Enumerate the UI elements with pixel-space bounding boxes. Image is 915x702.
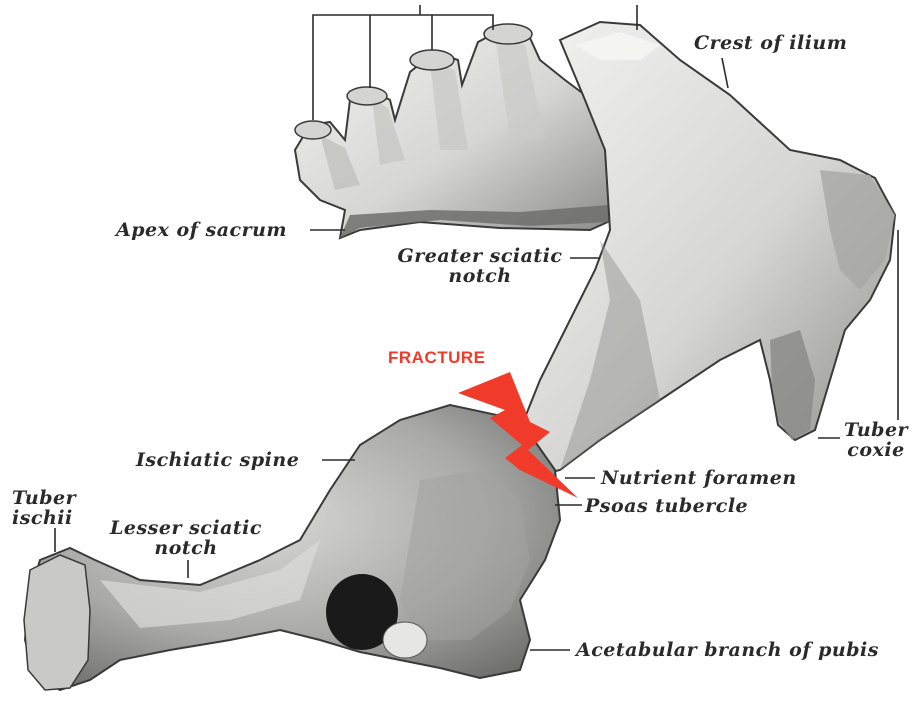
- label-acetabular-branch-of-pubis: Acetabular branch of pubis: [576, 640, 879, 660]
- label-tuber-coxie: Tuber coxie: [838, 420, 914, 460]
- label-greater-sciatic-notch-line1: Greater sciatic: [385, 246, 575, 266]
- label-fracture: FRACTURE: [388, 348, 486, 368]
- label-crest-of-ilium: Crest of ilium: [694, 33, 847, 53]
- label-lesser-sciatic-notch: Lesser sciatic notch: [96, 518, 276, 558]
- label-lesser-sciatic-notch-line1: Lesser sciatic: [96, 518, 276, 538]
- label-tuber-coxie-line1: Tuber: [838, 420, 914, 440]
- label-lesser-sciatic-notch-line2: notch: [96, 538, 276, 558]
- label-greater-sciatic-notch: Greater sciatic notch: [385, 246, 575, 286]
- label-tuber-ischii-line1: Tuber: [12, 488, 76, 508]
- sacrum: [295, 24, 612, 238]
- label-ischiatic-spine: Ischiatic spine: [136, 450, 299, 470]
- label-nutrient-foramen: Nutrient foramen: [601, 468, 797, 488]
- label-tuber-coxie-line2: coxie: [838, 440, 914, 460]
- label-tuber-ischii-line2: ischii: [12, 508, 76, 528]
- label-tuber-ischii: Tuber ischii: [12, 488, 76, 528]
- label-apex-of-sacrum: Apex of sacrum: [116, 220, 287, 240]
- label-psoas-tubercle: Psoas tubercle: [585, 496, 748, 516]
- label-greater-sciatic-notch-line2: notch: [385, 266, 575, 286]
